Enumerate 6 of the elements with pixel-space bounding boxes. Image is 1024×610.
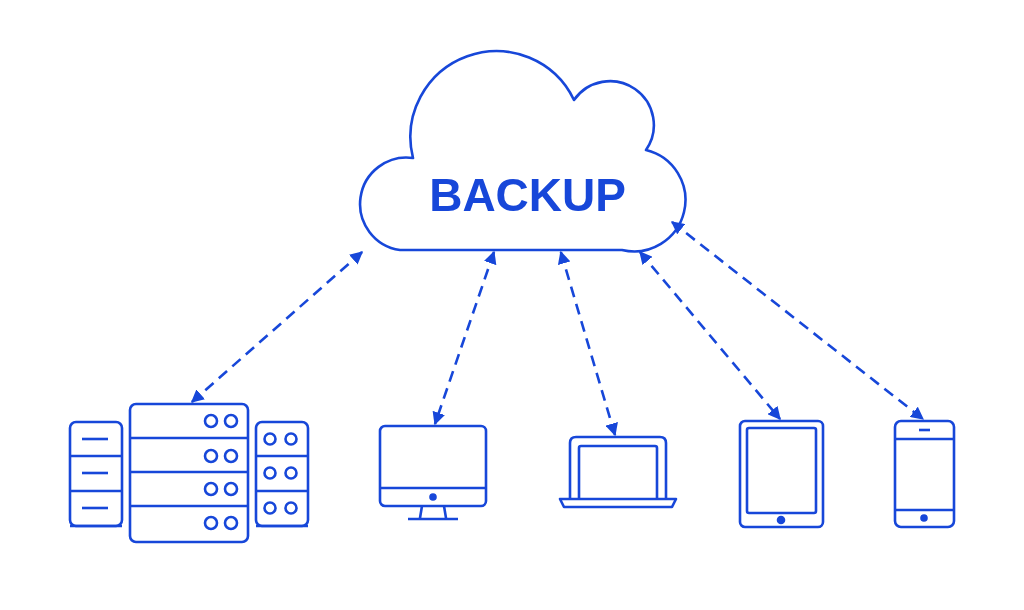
dashed-arrow xyxy=(638,251,781,420)
dashed-arrow xyxy=(671,220,924,421)
dashed-arrow xyxy=(190,251,364,403)
cloud-label: BACKUP xyxy=(429,168,626,222)
dashed-arrow xyxy=(432,250,497,426)
dashed-arrow xyxy=(557,250,618,437)
